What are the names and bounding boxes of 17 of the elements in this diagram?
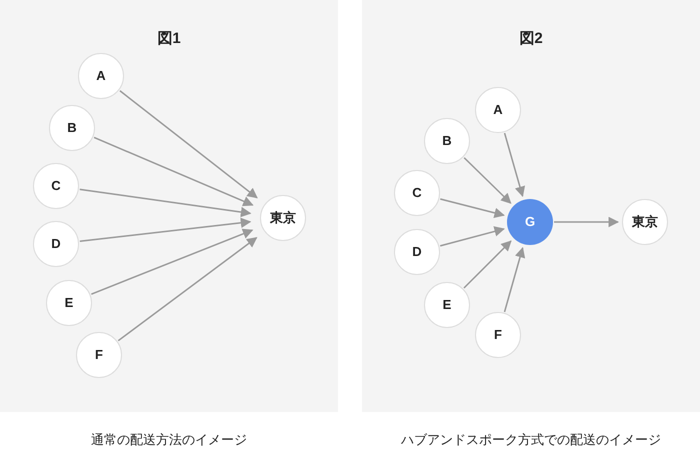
arrow [440, 198, 505, 218]
panel-caption: ハブアンドスポーク方式での配送のイメージ [401, 431, 661, 449]
panel-title: 図2 [519, 29, 543, 49]
arrow [80, 218, 252, 242]
arrow [504, 246, 526, 312]
arrow [91, 228, 254, 295]
arrow [440, 226, 505, 247]
arrow [463, 240, 512, 289]
panel-title: 図1 [157, 29, 181, 49]
panel-caption: 通常の配送方法のイメージ [91, 431, 247, 449]
arrow [80, 188, 252, 218]
arrow [464, 157, 512, 204]
arrow [504, 132, 526, 198]
arrow [118, 237, 258, 342]
arrow [94, 136, 254, 206]
arrow [554, 216, 620, 228]
arrow [119, 90, 258, 198]
